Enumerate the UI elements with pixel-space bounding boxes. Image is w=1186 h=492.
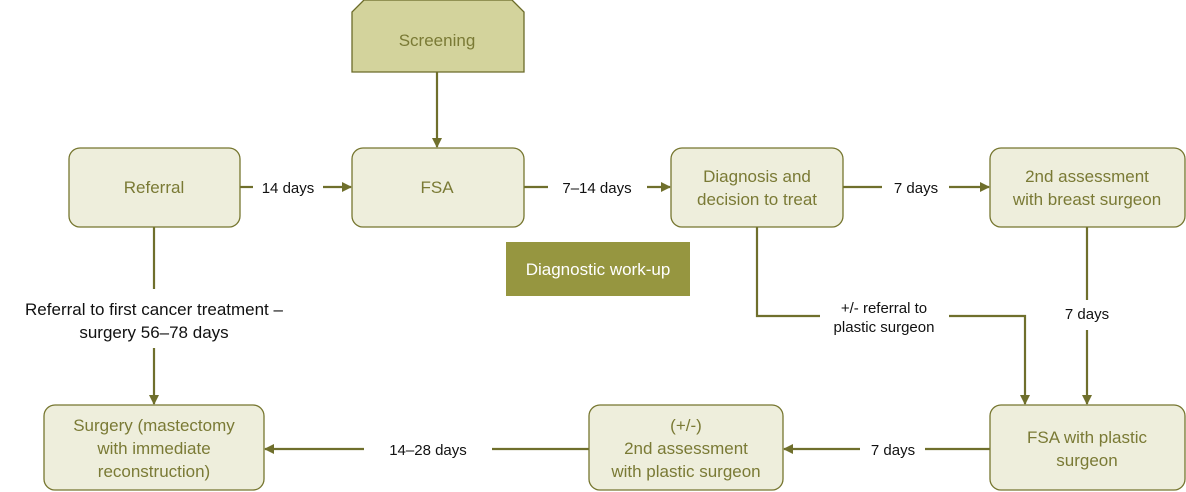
node-screening: Screening <box>351 0 525 73</box>
node-fsa: FSA <box>351 147 525 228</box>
connector-diagnosis-fsaplastic <box>755 227 820 318</box>
node-diagnosis-label-line2: decision to treat <box>697 190 817 209</box>
node-second-assessment-plastic-line3: with plastic surgeon <box>610 462 760 481</box>
node-second-assessment-plastic-line2: 2nd assessment <box>624 439 748 458</box>
node-diagnosis: Diagnosis and decision to treat <box>670 147 844 228</box>
node-fsa-plastic: FSA with plastic surgeon <box>989 404 1186 491</box>
node-surgery-line2: with immediate <box>96 439 210 458</box>
node-surgery: Surgery (mastectomy with immediate recon… <box>43 404 265 491</box>
node-diagnosis-label-line1: Diagnosis and <box>703 167 811 186</box>
node-surgery-line3: reconstruction) <box>98 462 210 481</box>
node-second-assessment-plastic-line1: (+/-) <box>670 416 702 435</box>
connector-diagnosis-fsaplastic-arrow <box>949 314 1030 405</box>
edge-label-fsa-diagnosis: 7–14 days <box>562 180 631 197</box>
edge-label-referral-fsa: 14 days <box>262 180 315 197</box>
node-surgery-line1: Surgery (mastectomy <box>73 416 235 435</box>
edge-label-referral-surgery-line1: Referral to first cancer treatment – <box>25 300 283 319</box>
node-second-assessment-breast-line2: with breast surgeon <box>1012 190 1161 209</box>
node-fsa-plastic-line1: FSA with plastic <box>1027 428 1147 447</box>
node-referral: Referral <box>68 147 241 228</box>
edge-label-fsaplastic-secondplastic: 7 days <box>871 442 915 459</box>
node-second-assessment-breast-line1: 2nd assessment <box>1025 167 1149 186</box>
node-second-assessment-breast: 2nd assessment with breast surgeon <box>989 147 1186 228</box>
phase-diagnostic-workup: Diagnostic work-up <box>506 242 690 296</box>
edge-label-diagnosis-breast: 7 days <box>894 180 938 197</box>
phase-diagnostic-workup-label: Diagnostic work-up <box>526 260 671 279</box>
node-fsa-label: FSA <box>420 178 454 197</box>
edge-label-breast-fsaplastic: 7 days <box>1065 306 1109 323</box>
node-second-assessment-plastic: (+/-) 2nd assessment with plastic surgeo… <box>588 404 784 491</box>
node-fsa-plastic-line2: surgeon <box>1056 451 1117 470</box>
edge-label-diagnosis-fsaplastic-line1: +/- referral to <box>841 300 927 317</box>
node-referral-label: Referral <box>124 178 184 197</box>
node-screening-label: Screening <box>399 31 476 50</box>
edge-label-diagnosis-fsaplastic-line2: plastic surgeon <box>834 319 935 336</box>
edge-label-referral-surgery-line2: surgery 56–78 days <box>79 323 228 342</box>
edge-label-secondplastic-surgery: 14–28 days <box>389 442 467 459</box>
